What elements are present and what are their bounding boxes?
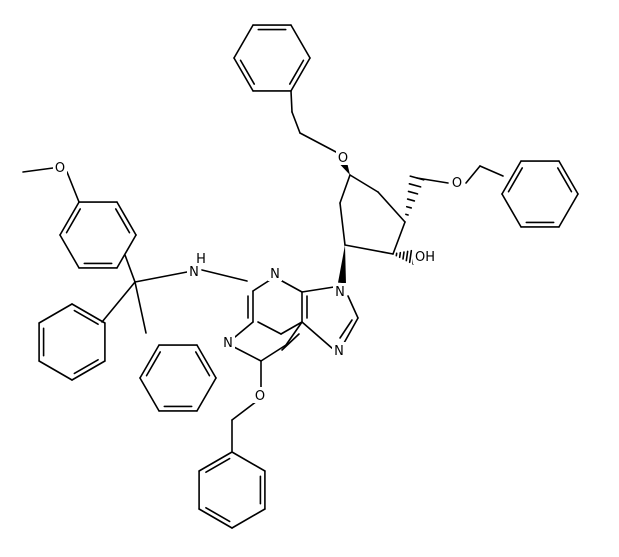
- bond-lines: [22, 24, 579, 529]
- bond-line: [343, 317, 359, 344]
- bond-line: [301, 286, 335, 293]
- hashed-sidechain-bond: [405, 205, 413, 209]
- phenyl-left-ring-bond: [38, 360, 73, 381]
- methoxyphenyl-ring-inner-bond: [114, 208, 131, 234]
- bond-line: [66, 171, 80, 203]
- atom-labels: O N H N N N N O O O OH: [53, 149, 464, 404]
- bond-line: [234, 321, 254, 338]
- phenyl-top-ring-bond: [233, 57, 254, 92]
- bond-line: [134, 281, 147, 334]
- hashed-sidechain-bond: [405, 213, 409, 216]
- bond-line: [257, 321, 282, 335]
- bond-line: [291, 111, 301, 134]
- phenyl-top-ring-inner-bond: [288, 59, 305, 85]
- phenyl-top-ring-bond: [233, 24, 254, 59]
- hashed-hydroxyl-bond: [402, 251, 405, 260]
- methoxyphenyl-ring-bond: [116, 234, 137, 269]
- phenyl-right-ring-inner-bond: [507, 167, 524, 193]
- phenyl-bottom-ring-bond: [139, 344, 160, 379]
- phenyl-left-ring-bond: [71, 303, 106, 324]
- methoxyphenyl-ring-inner-bond: [65, 208, 82, 234]
- bond-line: [301, 321, 334, 350]
- hashed-sidechain-bond: [408, 182, 422, 188]
- phenyl-left-ring-bond: [38, 303, 73, 324]
- phenyl-bottom-ring-inner-bond: [145, 351, 162, 377]
- bond-line: [344, 244, 394, 255]
- hashed-hydroxyl-bond: [398, 251, 402, 259]
- bond-line: [349, 174, 379, 193]
- methoxyphenyl-ring-bond: [116, 201, 137, 236]
- phenyl-lower-benzyl-ring-inner-bond: [205, 506, 231, 523]
- phenyl-bottom-ring-bond: [196, 377, 217, 412]
- bond-line: [377, 191, 406, 223]
- phenyl-right-ring-bond: [501, 160, 522, 195]
- bond-line: [465, 165, 481, 184]
- phenyl-top-ring-bond: [290, 24, 311, 59]
- phenyl-left-ring-inner-bond: [73, 358, 99, 375]
- bond-line: [285, 321, 303, 346]
- bond-line: [134, 271, 188, 283]
- atom-label-sidechain-ether-o: O: [452, 176, 462, 191]
- bond-line: [231, 345, 262, 362]
- phenyl-lower-benzyl-ring-bond: [231, 451, 266, 472]
- atom-label-methoxy-o: O: [55, 161, 65, 176]
- bond-line: [124, 254, 136, 283]
- atom-label-amine-n: N: [189, 265, 199, 280]
- phenyl-right-ring-inner-bond: [556, 167, 573, 193]
- bond-line: [339, 202, 346, 246]
- bond-line: [290, 90, 293, 113]
- atom-label-benzyloxy-o6: O: [255, 389, 265, 404]
- bond-line: [281, 280, 303, 293]
- phenyl-lower-benzyl-ring-bond: [231, 508, 266, 529]
- bond-line: [231, 400, 258, 421]
- bond-line: [299, 132, 337, 153]
- bond-line: [22, 167, 54, 173]
- phenyl-right-ring-bond: [501, 193, 522, 228]
- bond-line: [201, 269, 248, 282]
- phenyl-right-ring-bond: [558, 160, 579, 195]
- atom-label-purine-n1: N: [223, 336, 233, 351]
- bond-line: [339, 319, 353, 339]
- phenyl-left-ring-bond: [71, 360, 106, 381]
- n9-wedge: [338, 245, 346, 284]
- phenyl-top-ring-inner-bond: [239, 59, 256, 85]
- bond-line: [416, 177, 449, 184]
- bond-line: [339, 174, 351, 204]
- phenyl-top-ring-bond: [290, 57, 311, 92]
- hashed-sidechain-bond: [407, 190, 419, 195]
- stereo-point: [346, 172, 351, 177]
- bond-line: [280, 321, 303, 335]
- bond-line: [281, 333, 300, 351]
- phenyl-bottom-ring-bond: [139, 377, 160, 412]
- hashed-hydroxyl-bond: [408, 249, 413, 264]
- phenyl-lower-benzyl-ring-bond: [198, 508, 233, 529]
- phenyl-right-ring-bond: [558, 193, 579, 228]
- bond-line: [479, 165, 504, 177]
- hashed-hydroxyl-bond: [405, 250, 409, 262]
- bond-line: [347, 295, 359, 319]
- atom-label-purine-n9: N: [335, 285, 345, 300]
- atom-label-purine-n3: N: [270, 267, 280, 282]
- atom-label-ring-ether-o: O: [338, 151, 348, 166]
- phenyl-lower-benzyl-ring-bond: [198, 451, 233, 472]
- bond-line: [260, 344, 287, 362]
- atom-label-hydroxyl: OH: [415, 250, 435, 265]
- bond-line: [392, 221, 406, 255]
- atom-label-purine-n7: N: [334, 344, 344, 359]
- bond-line: [252, 279, 271, 292]
- phenyl-bottom-ring-inner-bond: [194, 351, 211, 377]
- phenyl-left-ring-inner-bond: [73, 309, 99, 326]
- bond-line: [101, 281, 136, 323]
- methoxyphenyl-ring-bond: [59, 234, 80, 269]
- hashed-sidechain-bond: [406, 198, 416, 202]
- phenyl-bottom-ring-bond: [196, 344, 217, 379]
- atom-label-amine-h: H: [196, 252, 206, 267]
- phenyl-lower-benzyl-ring-inner-bond: [205, 457, 231, 474]
- methoxyphenyl-ring-bond: [59, 201, 80, 236]
